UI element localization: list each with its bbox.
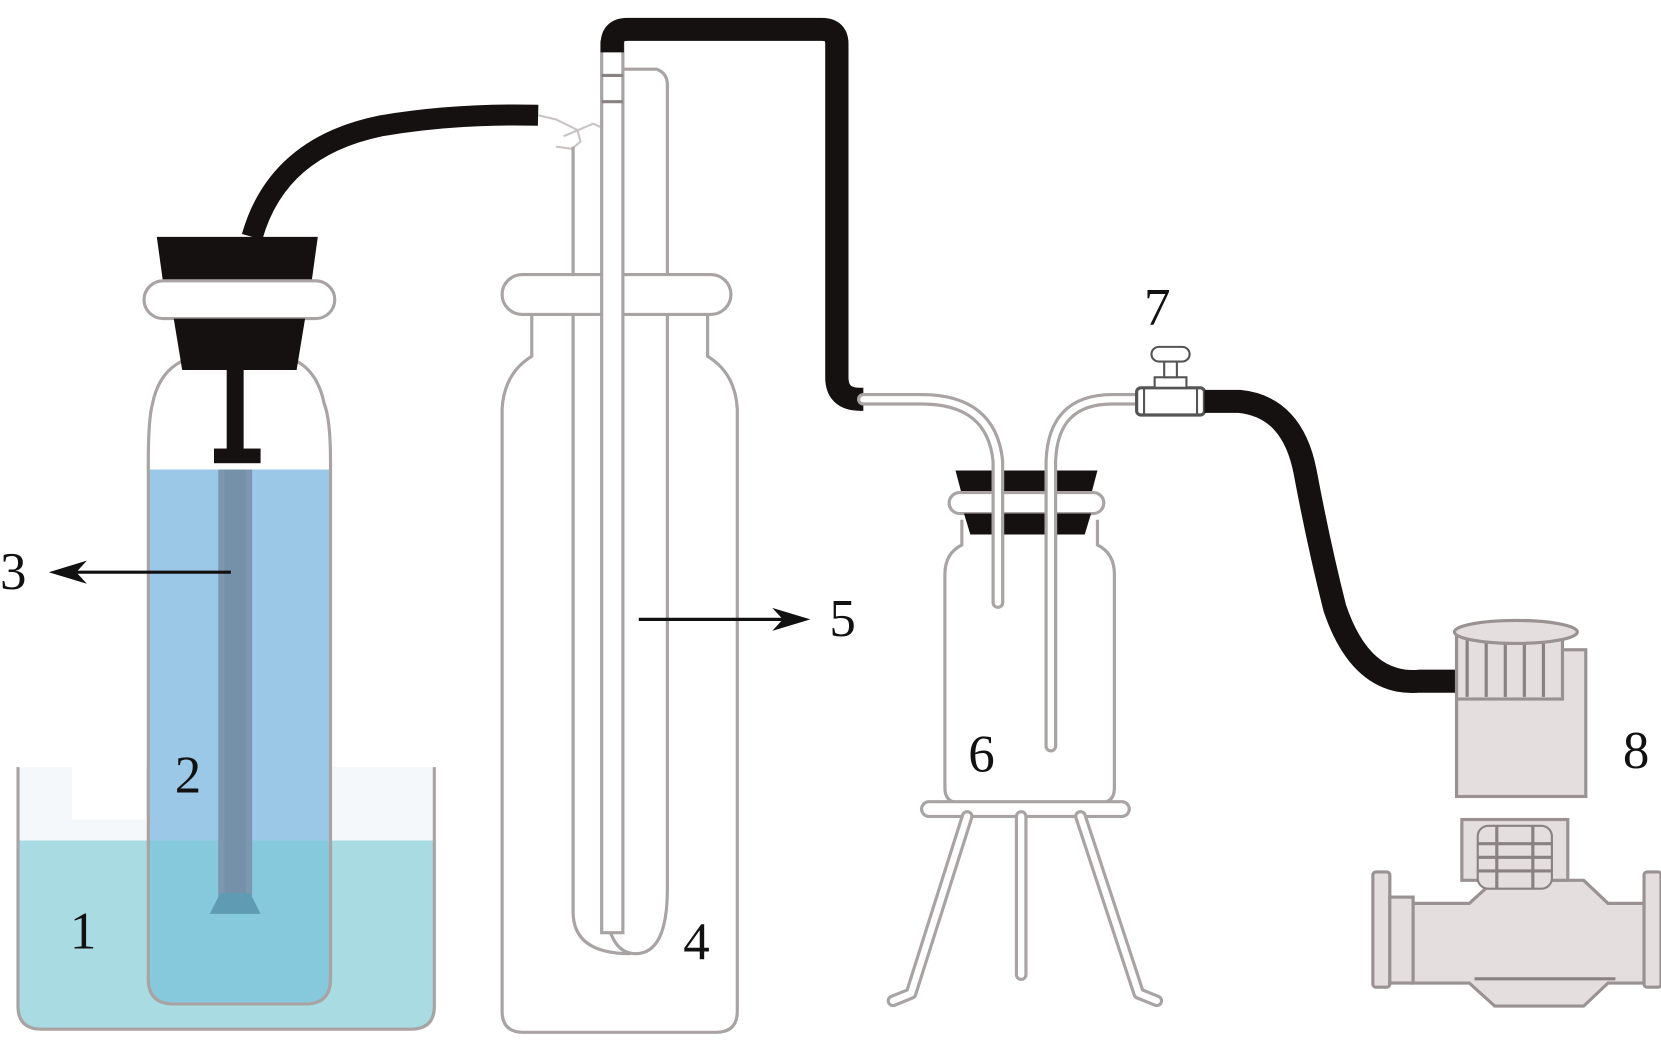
valve-handle bbox=[1150, 345, 1191, 363]
tripod-leg-right-inner bbox=[1077, 813, 1160, 1004]
meter-fins-base bbox=[1454, 634, 1565, 701]
stopper-top bbox=[156, 236, 318, 283]
hose-1 bbox=[241, 104, 539, 240]
bottle-rim bbox=[142, 279, 337, 321]
bottle-liquid-submerged bbox=[148, 840, 331, 1004]
valve-body bbox=[1135, 386, 1207, 417]
tripod bbox=[886, 800, 1164, 1008]
label-1: 1 bbox=[70, 903, 96, 961]
dispersion-frit bbox=[209, 892, 261, 914]
buffer-rim bbox=[947, 490, 1106, 516]
stopper-bottom bbox=[173, 318, 306, 370]
sample-bottle bbox=[142, 236, 337, 1006]
label-3-arrow bbox=[48, 560, 231, 584]
outlet-glass-tube bbox=[1044, 393, 1146, 753]
valve-bonnet bbox=[1153, 376, 1188, 389]
bath-air-gap bbox=[72, 767, 147, 820]
dispersion-tube-core bbox=[224, 469, 246, 910]
meter-cap bbox=[1452, 618, 1579, 646]
valve bbox=[1135, 345, 1207, 417]
stem-cap bbox=[213, 448, 261, 464]
buffer-stopper-top bbox=[955, 470, 1098, 495]
meter-flange-left bbox=[1371, 870, 1392, 989]
label-6: 6 bbox=[968, 726, 994, 784]
label-2: 2 bbox=[175, 747, 201, 805]
arrow-3-head bbox=[48, 560, 87, 584]
inlet-glass-tube-inner bbox=[860, 396, 1002, 606]
hose-3 bbox=[1204, 389, 1462, 694]
inner-narrow-tube bbox=[600, 40, 625, 935]
absorption-bottle-outline bbox=[500, 314, 739, 1034]
bath-wall bbox=[16, 767, 436, 1031]
label-7: 7 bbox=[1144, 279, 1170, 337]
hose-2 bbox=[600, 17, 872, 411]
label-8: 8 bbox=[1623, 722, 1649, 780]
buffer-stopper-bottom bbox=[963, 513, 1092, 535]
tripod-leg-left-inner bbox=[889, 813, 971, 1004]
outlet-glass-tube-inner bbox=[1047, 396, 1142, 750]
label-4: 4 bbox=[683, 913, 709, 971]
label-3: 3 bbox=[0, 543, 26, 601]
label-5-arrow bbox=[638, 607, 811, 631]
absorption-bottle bbox=[500, 40, 739, 1034]
stopper-stem bbox=[226, 369, 244, 452]
inlet-tube bbox=[571, 146, 631, 956]
meter-flange-right bbox=[1642, 870, 1661, 989]
meter-flange-left-neck bbox=[1388, 895, 1415, 985]
flow-meter bbox=[1371, 618, 1661, 1008]
arrow-5-head bbox=[772, 607, 811, 631]
hose-connector bbox=[537, 114, 610, 150]
label-5: 5 bbox=[829, 590, 855, 648]
bottle-outline bbox=[146, 314, 333, 1006]
buffer-bottle bbox=[856, 393, 1164, 1008]
meter-pipe-body bbox=[1409, 878, 1658, 1008]
